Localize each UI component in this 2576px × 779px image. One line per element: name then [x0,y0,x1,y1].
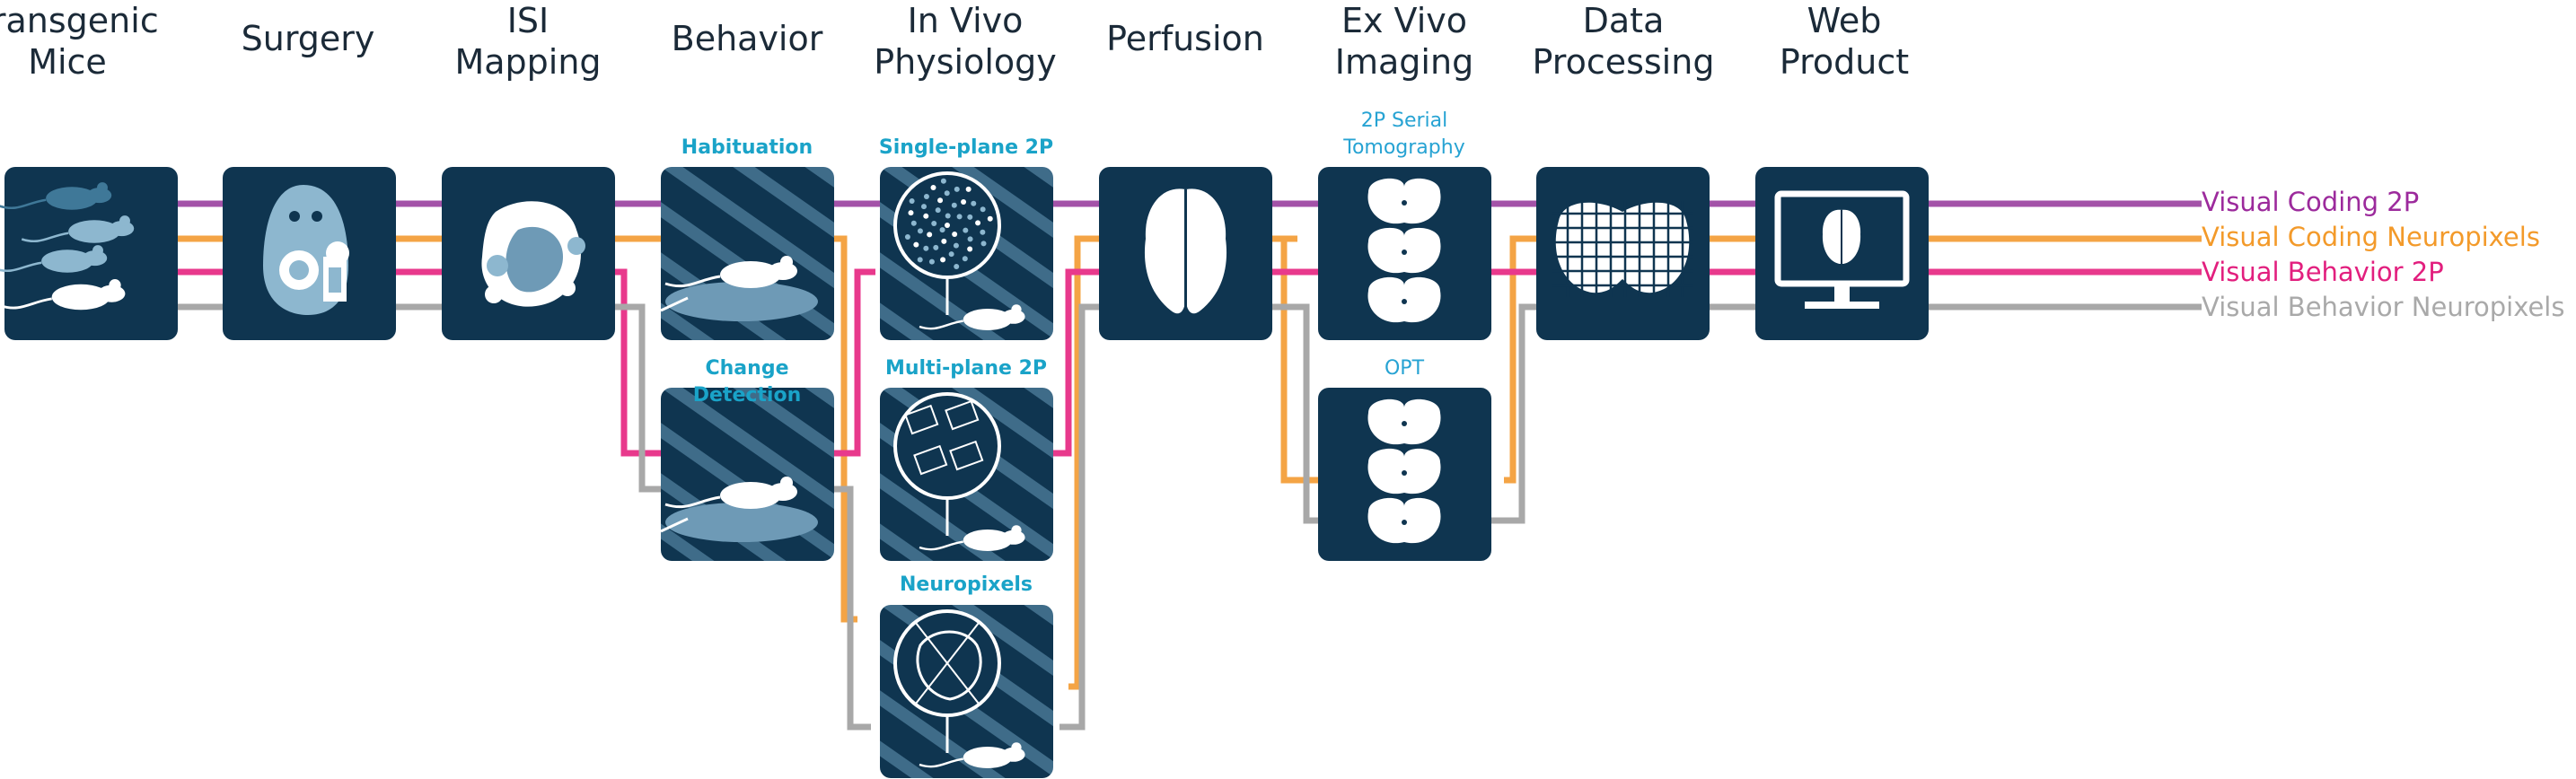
legend-visual-behavior-neuropixels: Visual Behavior Neuropixels [2202,292,2565,322]
monitor-brain-icon [1774,190,1910,309]
stage-title-data-processing: Data Processing [1532,1,1715,82]
two-photon-field-icon [893,171,1025,330]
brain-section-stack-icon-opt [1367,398,1441,544]
brain-grid-icon [1552,201,1693,297]
plane-0 [904,404,939,435]
stage-title-behavior: Behavior [671,19,823,58]
multi-plane-icon [893,392,1025,551]
stage-mouse [664,256,797,288]
label-2p-serial-tomography: 2P Serial Tomography [1343,109,1465,159]
tile-transgenic-mice [0,167,178,340]
mouse-4 [0,279,126,311]
tile-neuropixels [880,605,1053,778]
plane-2 [913,444,948,476]
mouse-2 [21,215,135,243]
label-single-plane-2p: Single-plane 2P [878,136,1054,159]
mice-icon [0,182,135,311]
tile-change-detection [660,388,834,561]
mouse-1 [0,182,112,210]
tile-multi-plane-2p [880,388,1053,561]
tile-habituation [660,167,834,340]
cortex-map-icon [481,201,585,307]
stage-mouse [664,477,797,509]
mouse-stage-icon [660,477,818,542]
two-photon-field-icon-mouse [919,304,1025,330]
tile-opt [1318,388,1491,561]
plane-1 [945,399,980,431]
stage-title-ex-vivo-imaging: Ex Vivo Imaging [1334,1,1474,82]
stage-title-transgenic-mice: Transgenic Mice [0,1,159,82]
tile-web-product [1755,167,1929,340]
probe-icon-mouse [919,742,1025,768]
stage-title-isi-mapping: ISI Mapping [454,1,602,82]
mouse-3 [0,245,108,273]
label-multi-plane-2p: Multi-plane 2P [884,357,1048,380]
probe-icon [893,609,1025,768]
legend-visual-behavior-2p: Visual Behavior 2P [2202,257,2444,287]
label-neuropixels: Neuropixels [900,573,1033,596]
legend-visual-coding-2p: Visual Coding 2P [2202,187,2420,217]
label-change-detection: Change Detection [692,357,802,407]
stage-title-in-vivo-physiology: In Vivo Physiology [874,1,1057,82]
label-habituation: Habituation [681,136,813,159]
tile-isi-mapping [442,167,615,340]
multi-plane-icon-mouse [919,525,1025,551]
mouse-stage-icon [660,256,818,321]
mouse-head-implant-icon [263,185,349,315]
pipeline-line-visual-behavior-neuropixels-b [1059,303,1329,731]
pipeline-line-visual-coding-neuropixels-b [1068,235,1320,690]
tile-data-processing [1536,167,1710,340]
label-opt: OPT [1384,357,1425,380]
stage-title-perfusion: Perfusion [1106,19,1264,58]
brain-icon [1144,188,1227,314]
plane-3 [949,440,984,471]
stage-title-web-product: Web Product [1779,1,1910,82]
legend-visual-coding-neuropixels: Visual Coding Neuropixels [2202,222,2540,252]
tile-single-plane-2p [880,167,1053,340]
stage-title-surgery: Surgery [241,19,375,58]
tile-2p-serial-tomography [1318,167,1491,340]
tile-surgery [223,167,396,340]
brain-section-stack-icon [1367,178,1441,323]
tile-perfusion [1099,167,1272,340]
